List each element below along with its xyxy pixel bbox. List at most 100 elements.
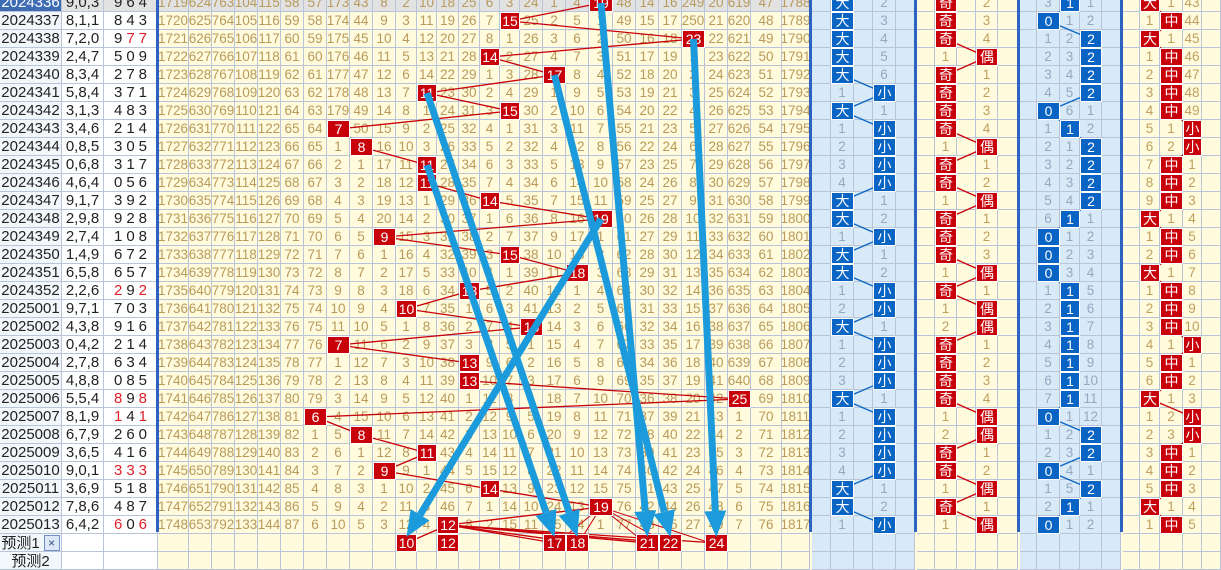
prediction-section-cell[interactable] <box>935 552 957 570</box>
prediction-section-cell[interactable] <box>1202 552 1221 570</box>
period-cell[interactable]: 2025008 <box>0 426 62 444</box>
prediction-section-cell[interactable] <box>1060 534 1080 552</box>
prediction-section-cell[interactable] <box>1140 534 1160 552</box>
period-cell[interactable]: 2025007 <box>0 408 62 426</box>
prediction-section-cell[interactable] <box>935 534 957 552</box>
period-cell[interactable]: 2025010 <box>0 462 62 480</box>
prediction-cell[interactable] <box>566 552 589 570</box>
period-cell[interactable]: 2024345 <box>0 156 62 174</box>
period-cell[interactable]: 2024350 <box>0 246 62 264</box>
prediction-cell[interactable] <box>158 534 189 552</box>
prediction-section-cell[interactable] <box>812 552 831 570</box>
prediction-empty-cell[interactable] <box>62 534 104 552</box>
period-cell[interactable]: 2025011 <box>0 480 62 498</box>
prediction-section-cell[interactable] <box>873 534 896 552</box>
period-cell[interactable]: 2024349 <box>0 228 62 246</box>
prediction-cell[interactable] <box>728 534 751 552</box>
prediction-section-cell[interactable] <box>917 534 935 552</box>
prediction-cell[interactable] <box>613 552 636 570</box>
period-cell[interactable]: 2025003 <box>0 336 62 354</box>
prediction-cell[interactable] <box>520 534 543 552</box>
prediction-box[interactable]: 10 <box>396 534 417 552</box>
period-cell[interactable]: 2024339 <box>0 48 62 66</box>
period-cell[interactable]: 2025009 <box>0 444 62 462</box>
prediction-cell[interactable] <box>589 552 613 570</box>
prediction-cell[interactable] <box>417 534 437 552</box>
prediction-cell[interactable] <box>782 552 810 570</box>
prediction-cell[interactable] <box>158 552 189 570</box>
prediction-cell[interactable] <box>682 534 705 552</box>
prediction-cell[interactable] <box>751 534 782 552</box>
prediction-section-cell[interactable] <box>1183 534 1202 552</box>
period-cell[interactable]: 2025006 <box>0 390 62 408</box>
prediction-cell[interactable] <box>459 534 480 552</box>
prediction-section-cell[interactable] <box>957 534 976 552</box>
period-cell[interactable]: 2024343 <box>0 120 62 138</box>
prediction-cell[interactable] <box>705 552 728 570</box>
prediction-section-cell[interactable] <box>1202 534 1221 552</box>
prediction-section-cell[interactable] <box>976 552 998 570</box>
prediction-box[interactable]: 18 <box>566 534 589 552</box>
prediction-box[interactable]: 17 <box>543 534 566 552</box>
prediction-section-cell[interactable] <box>976 534 998 552</box>
prediction-section-cell[interactable] <box>831 552 854 570</box>
prediction-cell[interactable] <box>437 552 459 570</box>
prediction-cell[interactable] <box>235 552 258 570</box>
period-cell[interactable]: 2025013 <box>0 516 62 534</box>
prediction-cell[interactable] <box>212 552 235 570</box>
prediction-section-cell[interactable] <box>1060 552 1080 570</box>
period-cell[interactable]: 2025012 <box>0 498 62 516</box>
period-cell[interactable]: 2024351 <box>0 264 62 282</box>
prediction-cell[interactable] <box>350 552 373 570</box>
prediction-cell[interactable] <box>281 534 304 552</box>
prediction-section-cell[interactable] <box>1102 534 1121 552</box>
prediction-cell[interactable] <box>636 552 659 570</box>
prediction-section-cell[interactable] <box>998 534 1018 552</box>
period-cell[interactable]: 2025004 <box>0 354 62 372</box>
prediction-cell[interactable] <box>327 534 350 552</box>
prediction-section-cell[interactable] <box>957 552 976 570</box>
period-cell[interactable]: 2024338 <box>0 30 62 48</box>
prediction-section-cell[interactable] <box>1080 534 1102 552</box>
prediction-section-cell[interactable] <box>854 534 873 552</box>
prediction-cell[interactable] <box>613 534 636 552</box>
prediction-empty-cell[interactable] <box>104 534 158 552</box>
prediction-section-cell[interactable] <box>1123 534 1140 552</box>
period-cell[interactable]: 2024348 <box>0 210 62 228</box>
prediction-section-cell[interactable] <box>1140 552 1160 570</box>
period-cell[interactable]: 2024342 <box>0 102 62 120</box>
prediction-cell[interactable] <box>500 552 520 570</box>
prediction-box[interactable]: 21 <box>636 534 659 552</box>
prediction-cell[interactable] <box>782 534 810 552</box>
prediction-cell[interactable] <box>189 534 212 552</box>
prediction-cell[interactable] <box>500 534 520 552</box>
prediction-section-cell[interactable] <box>1080 552 1102 570</box>
prediction-empty-cell[interactable] <box>62 552 104 570</box>
prediction-section-cell[interactable] <box>1020 534 1037 552</box>
prediction-cell[interactable] <box>589 534 613 552</box>
prediction-section-cell[interactable] <box>1160 534 1183 552</box>
prediction-cell[interactable] <box>235 534 258 552</box>
prediction-cell[interactable] <box>304 552 327 570</box>
prediction-section-cell[interactable] <box>1037 552 1060 570</box>
prediction-section-cell[interactable] <box>1020 552 1037 570</box>
prediction-section-cell[interactable] <box>873 552 896 570</box>
prediction-cell[interactable] <box>281 552 304 570</box>
prediction-cell[interactable] <box>751 552 782 570</box>
period-cell[interactable]: 2024337 <box>0 12 62 30</box>
period-cell[interactable]: 2024341 <box>0 84 62 102</box>
close-icon[interactable]: × <box>43 534 60 551</box>
prediction-section-cell[interactable] <box>998 552 1018 570</box>
period-cell[interactable]: 2024352 <box>0 282 62 300</box>
period-cell[interactable]: 2024336 <box>0 0 62 12</box>
prediction-section-cell[interactable] <box>1123 552 1140 570</box>
period-cell[interactable]: 2024347 <box>0 192 62 210</box>
prediction-cell[interactable] <box>304 534 327 552</box>
prediction-cell[interactable] <box>417 552 437 570</box>
period-cell[interactable]: 2024344 <box>0 138 62 156</box>
prediction-section-cell[interactable] <box>1102 552 1121 570</box>
period-cell[interactable]: 2024346 <box>0 174 62 192</box>
prediction-cell[interactable] <box>258 552 281 570</box>
prediction-empty-cell[interactable] <box>104 552 158 570</box>
prediction-cell[interactable] <box>373 552 396 570</box>
